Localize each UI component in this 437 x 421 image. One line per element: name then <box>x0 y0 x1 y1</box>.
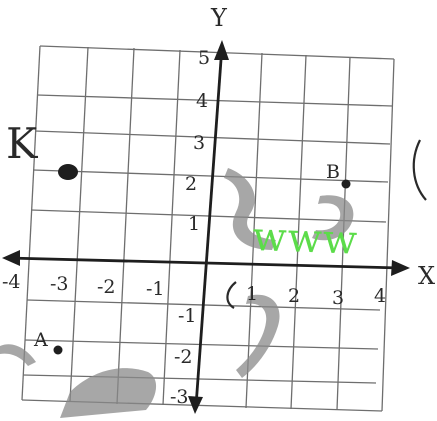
y-tick-label: 2 <box>185 173 197 195</box>
axis-arrows <box>2 40 410 414</box>
scan-smudge <box>0 168 354 418</box>
y-tick-labels: 5 4 3 2 1 -1 -2 -3 <box>170 47 210 408</box>
x-axis-left-arrow <box>2 250 20 266</box>
point-dot <box>58 164 78 180</box>
y-tick-label: 1 <box>188 213 200 235</box>
stray-marks <box>226 139 427 309</box>
x-axis-title: X <box>418 262 435 290</box>
x-tick-label: -2 <box>97 276 116 298</box>
y-tick-label: -3 <box>170 386 189 408</box>
x-axis-right-arrow <box>391 260 410 276</box>
y-tick-label: -1 <box>178 305 197 327</box>
x-tick-label: 4 <box>374 285 386 307</box>
point-a-dot <box>53 345 63 355</box>
x-tick-label: 3 <box>332 287 344 309</box>
y-axis-title: Y <box>210 4 228 32</box>
axes <box>7 45 403 407</box>
x-tick-label: 1 <box>246 283 258 305</box>
watermark: www <box>252 214 359 264</box>
y-tick-label: 3 <box>193 132 205 154</box>
point-b-dot <box>341 179 351 189</box>
x-tick-label: -1 <box>146 278 165 300</box>
point-b-label: B <box>326 161 340 183</box>
x-tick-label: 2 <box>288 285 300 307</box>
y-axis <box>194 45 224 407</box>
points: B A <box>33 161 351 355</box>
y-tick-label: 4 <box>196 90 208 112</box>
margin-mark: K <box>6 119 39 168</box>
y-tick-label: -2 <box>174 346 193 368</box>
x-tick-label: -3 <box>50 273 69 295</box>
y-axis-down-arrow <box>188 396 203 414</box>
x-tick-labels: -4 -3 -2 -1 1 2 3 4 <box>2 271 386 309</box>
point-a-label: A <box>33 329 48 351</box>
y-tick-label: 5 <box>198 47 210 69</box>
x-tick-label: -4 <box>2 271 21 293</box>
y-axis-up-arrow <box>214 40 229 60</box>
